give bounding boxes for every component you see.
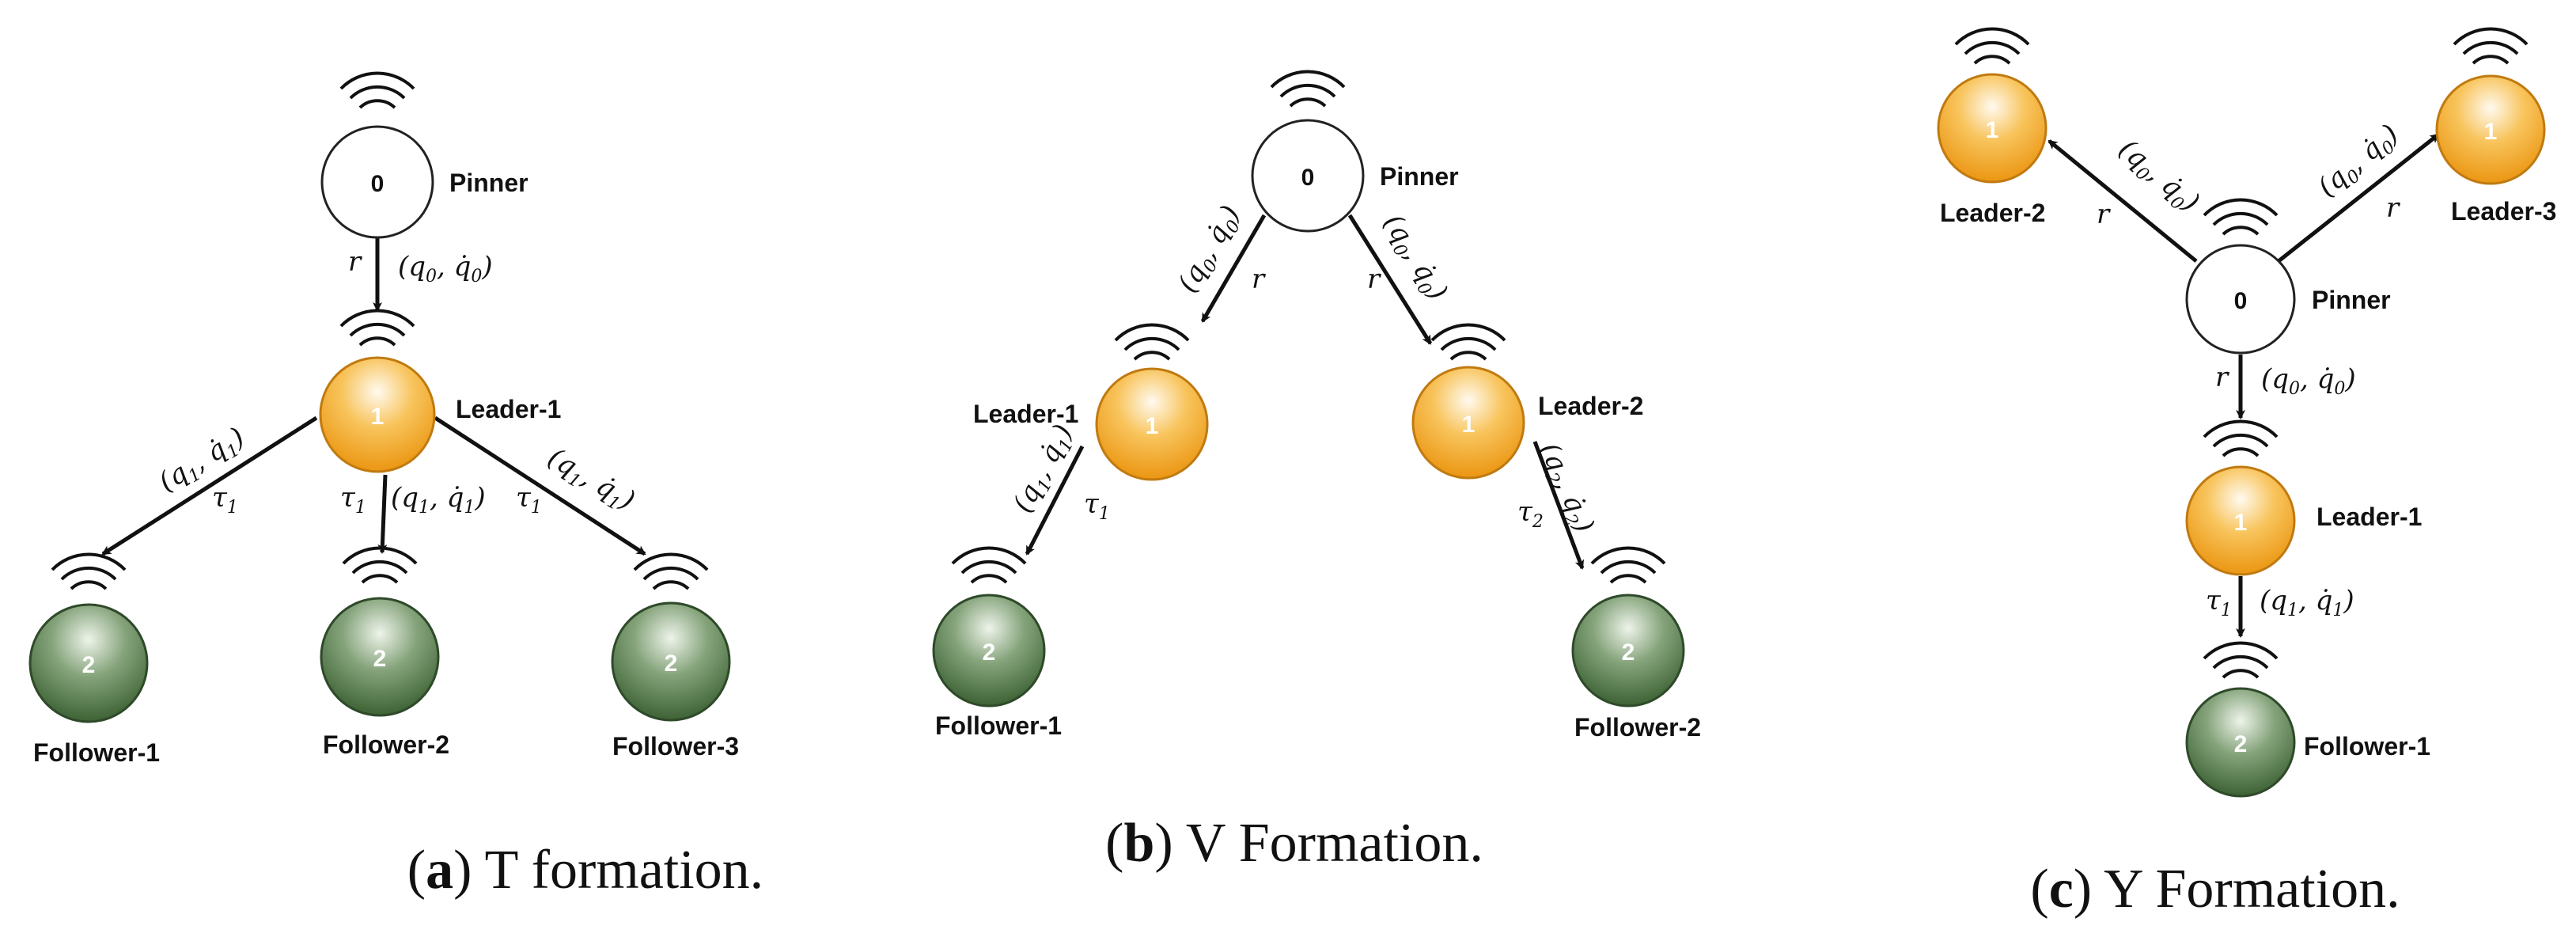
label-leader-1: Leader-1 <box>456 395 561 423</box>
node-leader-1 <box>1095 367 1209 481</box>
label-pinner: Pinner <box>449 169 528 197</box>
node-number: 1 <box>1146 413 1159 439</box>
wifi-icon <box>1590 546 1666 584</box>
edge-label-q1: (q1, q̇1) <box>2260 585 2354 620</box>
edge-label-q0: (q0, q̇0) <box>1172 200 1250 300</box>
label-pinner: Pinner <box>1380 162 1459 191</box>
wifi-icon <box>339 71 415 109</box>
wifi-icon <box>1270 70 1346 108</box>
node-number: 2 <box>983 639 996 666</box>
edge-label-q0: (q0, q̇0) <box>2261 363 2356 399</box>
label-follower-3: Follower-3 <box>612 732 739 761</box>
node-number: 1 <box>1986 117 1999 143</box>
node-number: 1 <box>2484 119 2498 145</box>
node-pinner <box>2185 244 2296 355</box>
edge-label-tau1: τ1 <box>516 482 542 518</box>
wifi-icon <box>2453 27 2529 65</box>
node-number: 1 <box>371 404 385 430</box>
wifi-icon <box>2203 198 2279 236</box>
edge-pinner-leader3 <box>2277 133 2440 263</box>
caption-b: (b) V Formation. <box>1105 813 1483 874</box>
edge-label-tau1: τ1 <box>212 482 238 518</box>
edge-pinner-leader2 <box>2048 139 2198 263</box>
label-leader-1: Leader-1 <box>973 400 1078 428</box>
edge-leader1-follower1 <box>101 415 318 556</box>
edge-pinner-leader1 <box>1200 214 1267 323</box>
node-number: 2 <box>2234 731 2248 757</box>
edge-label-r: r <box>2386 192 2400 224</box>
node-number: 2 <box>665 651 678 677</box>
edge-label-r: r <box>2097 199 2111 230</box>
caption-c: (c) Y Formation. <box>2030 859 2400 920</box>
edge-label-q0: (q0, q̇0) <box>2110 133 2206 221</box>
node-number: 1 <box>1462 412 1476 438</box>
edge-label-tau1: τ1 <box>340 482 366 518</box>
wifi-icon <box>1954 27 2030 65</box>
wifi-icon <box>2203 419 2279 457</box>
node-follower-1 <box>2185 687 2296 798</box>
node-number: 0 <box>1301 165 1315 191</box>
label-follower-2: Follower-2 <box>1574 713 1701 742</box>
wifi-icon <box>342 546 418 584</box>
edge-label-q1: (q1, q̇1) <box>540 442 640 520</box>
edge-label-r: r <box>1252 264 1266 295</box>
label-follower-1: Follower-1 <box>2304 732 2430 761</box>
node-number: 0 <box>2234 288 2248 314</box>
wifi-icon <box>633 552 709 590</box>
node-pinner <box>1251 119 1365 233</box>
label-leader-2: Leader-2 <box>1538 392 1643 420</box>
node-leader-1 <box>2185 465 2296 576</box>
node-follower-2 <box>320 597 440 717</box>
node-follower-1 <box>28 603 149 723</box>
wifi-icon <box>1114 323 1190 361</box>
edge-label-r: r <box>1367 264 1381 295</box>
label-follower-1: Follower-1 <box>935 711 1062 740</box>
wifi-icon <box>1430 323 1506 361</box>
node-leader-2 <box>1411 366 1525 480</box>
label-follower-1: Follower-1 <box>33 738 160 767</box>
panel-c-y-formation: 1 Leader-2 1 Leader-3 (q0, q̇0) r (q0, q… <box>1937 27 2556 920</box>
node-number: 2 <box>1622 639 1635 666</box>
node-pinner <box>320 125 434 239</box>
wifi-icon <box>339 309 415 347</box>
edge-leader1-follower2 <box>377 474 388 554</box>
panel-a-t-formation: 0 Pinner r (q0, q̇0) 1 Leader-1 (q1, q̇1… <box>28 71 763 901</box>
edge-leader1-follower1 <box>1025 445 1085 556</box>
label-pinner: Pinner <box>2312 286 2391 314</box>
edge-label-r: r <box>348 246 362 278</box>
label-follower-2: Follower-2 <box>323 730 449 759</box>
edge-leader2-follower2 <box>1532 441 1585 570</box>
edge-label-q0: (q0, q̇0) <box>1373 209 1454 308</box>
node-follower-1 <box>932 594 1046 707</box>
node-follower-3 <box>611 601 731 722</box>
wifi-icon <box>51 552 127 590</box>
edge-label-q0: (q0, q̇0) <box>398 251 493 286</box>
edge-label-tau2: τ2 <box>1517 496 1544 532</box>
caption-a: (a) T formation. <box>407 840 763 901</box>
node-number: 0 <box>371 171 385 197</box>
node-leader-1 <box>319 356 436 473</box>
node-number: 2 <box>373 646 387 672</box>
edge-label-tau1: τ1 <box>1084 488 1110 524</box>
node-number: 1 <box>2234 510 2248 536</box>
edge-label-r: r <box>2215 362 2229 393</box>
edge-leader1-follower3 <box>434 415 646 556</box>
node-leader-3 <box>2435 74 2546 185</box>
label-leader-2: Leader-2 <box>1940 199 2045 227</box>
edge-label-tau1: τ1 <box>2206 585 2232 620</box>
node-leader-2 <box>1937 73 2048 184</box>
edge-pinner-leader2 <box>1347 214 1433 345</box>
panel-b-v-formation: 0 Pinner (q0, q̇0) r r (q0, q̇0) 1 Leade… <box>932 70 1701 874</box>
edge-label-q1: (q1, q̇1) <box>391 482 486 518</box>
node-number: 2 <box>82 652 96 678</box>
label-leader-3: Leader-3 <box>2451 197 2556 226</box>
node-follower-2 <box>1571 594 1685 707</box>
wifi-icon <box>951 546 1027 584</box>
label-leader-1: Leader-1 <box>2317 503 2422 531</box>
wifi-icon <box>2203 641 2279 679</box>
